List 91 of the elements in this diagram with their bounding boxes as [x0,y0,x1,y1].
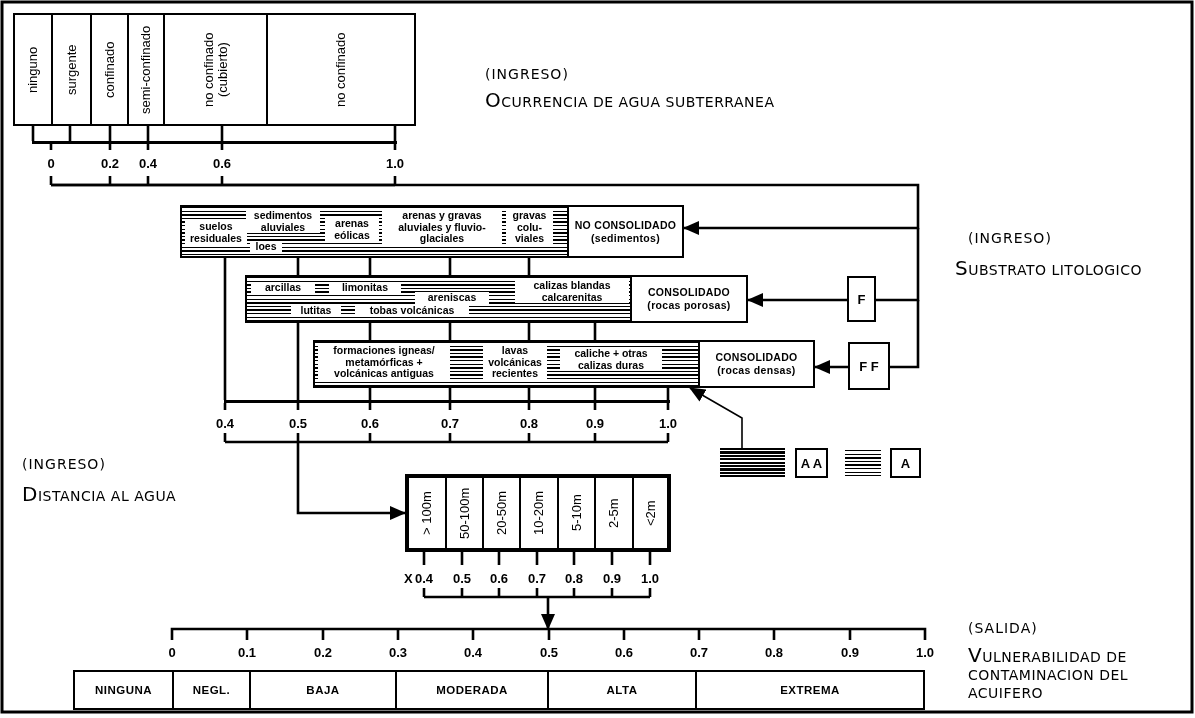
rock-type-label: sedimentos aluviales [246,210,320,233]
lithology-class-box: CONSOLIDADO (rocas densas) [698,340,815,388]
section-tag: (INGRESO) [968,230,1052,246]
section-tag: (SALIDA) [968,620,1038,636]
scale-value: 0.8 [764,645,784,660]
scale-value: 0 [168,645,176,660]
hatched-lithology-box [245,275,632,323]
scale-value: 0.6 [360,416,380,431]
scale-value: 0.8 [564,571,584,586]
rock-type-label: areniscas [415,292,489,304]
category-cell: <2m [632,476,669,550]
hatched-lithology-box [313,340,700,388]
category-cell: 2-5m [594,476,634,550]
factor-box: F F [848,342,890,390]
scale-value: 0.9 [840,645,860,660]
category-cell: no confinado [266,13,416,126]
factor-box: A [890,448,921,478]
rock-type-label: limonitas [329,282,401,294]
scale-value: 0.6 [212,156,232,171]
scale-value: 0.9 [585,416,605,431]
vulnerability-class-cell: NEGL. [172,670,251,710]
connector-arrow [814,360,848,374]
rock-type-label: calizas blandas calcarenitas [515,280,629,303]
scale-value: 1.0 [385,156,405,171]
category-cell: > 100m [407,476,447,550]
section-tag: (INGRESO) [485,66,569,82]
rock-type-label: suelos residuales [185,221,247,244]
category-cell: no confinado (cubierto) [163,13,268,126]
scale-value: 0.4 [414,571,434,586]
scale-bar [32,141,397,144]
lithology-class-box: NO CONSOLIDADO (sedimentos) [567,205,684,258]
category-cell: 20-50m [482,476,521,550]
rock-type-label: arcillas [251,282,315,294]
rock-type-label: formaciones igneas/ metamórficas + volcánicas antiguas [318,345,450,380]
vulnerability-class-cell: EXTREMA [695,670,925,710]
rock-type-label: caliche + otras calizas duras [560,348,662,371]
scale-value: 1.0 [915,645,935,660]
section-heading: VULNERABILIDAD DE CONTAMINACION DEL ACUIFERO [968,646,1130,702]
scale-value: 0.4 [138,156,158,171]
section-heading: SUBSTRATO LITOLOGICO [955,256,1142,280]
category-cell: confinado [90,13,129,126]
rock-type-label: gravas colu-viales [506,210,553,245]
scale-value: 0.6 [489,571,509,586]
hatch-sample [720,448,785,478]
scale-value: 0.2 [313,645,333,660]
category-cell: 10-20m [519,476,559,550]
scale-value: 0.8 [519,416,539,431]
factor-box: A A [795,448,828,478]
scale-value: 0.9 [602,571,622,586]
hatched-lithology-box [180,205,569,258]
section-heading: DISTANCIA AL AGUA [22,482,177,506]
scale-value: 0.3 [388,645,408,660]
category-cell: surgente [51,13,92,126]
scale-value: 0.2 [100,156,120,171]
scale-value: 0.4 [215,416,235,431]
factor-box: F [847,276,876,322]
connector-arrow [747,293,847,307]
scale-value: 1.0 [640,571,660,586]
depth-table [405,474,671,552]
scale-value: 0.5 [288,416,308,431]
scale-value: 0.7 [527,571,547,586]
category-cell: 5-10m [557,476,596,550]
vulnerability-class-cell: MODERADA [395,670,549,710]
category-cell: semi-confinado [127,13,165,126]
multiplier-sign: X [404,571,413,586]
scale-value: 0.4 [463,645,483,660]
scale-value: 0.5 [539,645,559,660]
rock-type-label: tobas volcánicas [355,305,469,317]
scale-value: 0.7 [440,416,460,431]
rock-type-label: arenas eólicas [325,218,379,241]
category-cell: 50-100m [445,476,484,550]
scale-value: 0.5 [452,571,472,586]
rock-type-label: lutitas [291,305,341,317]
rock-type-label: loes [250,241,282,253]
lithology-class-box: CONSOLIDADO (rocas porosas) [630,275,748,323]
scale-value: 0.1 [237,645,257,660]
rock-type-label: lavas volcánicas recientes [483,345,547,380]
scale-value: 0.7 [689,645,709,660]
scale-value: 0.6 [614,645,634,660]
category-cell: ninguno [13,13,53,126]
vulnerability-class-cell: ALTA [547,670,697,710]
connector-arrow [296,442,406,520]
rock-type-label: arenas y gravas aluviales y fluvio-glaciales [382,210,502,245]
section-heading: OCURRENCIA DE AGUA SUBTERRANEA [485,88,775,112]
leader-arrow [689,387,743,449]
scale-bar [224,400,670,403]
section-tag: (INGRESO) [22,456,106,472]
scale-value: 1.0 [658,416,678,431]
vulnerability-class-cell: BAJA [249,670,397,710]
scale-value: 0 [47,156,55,171]
vulnerability-class-cell: NINGUNA [73,670,174,710]
